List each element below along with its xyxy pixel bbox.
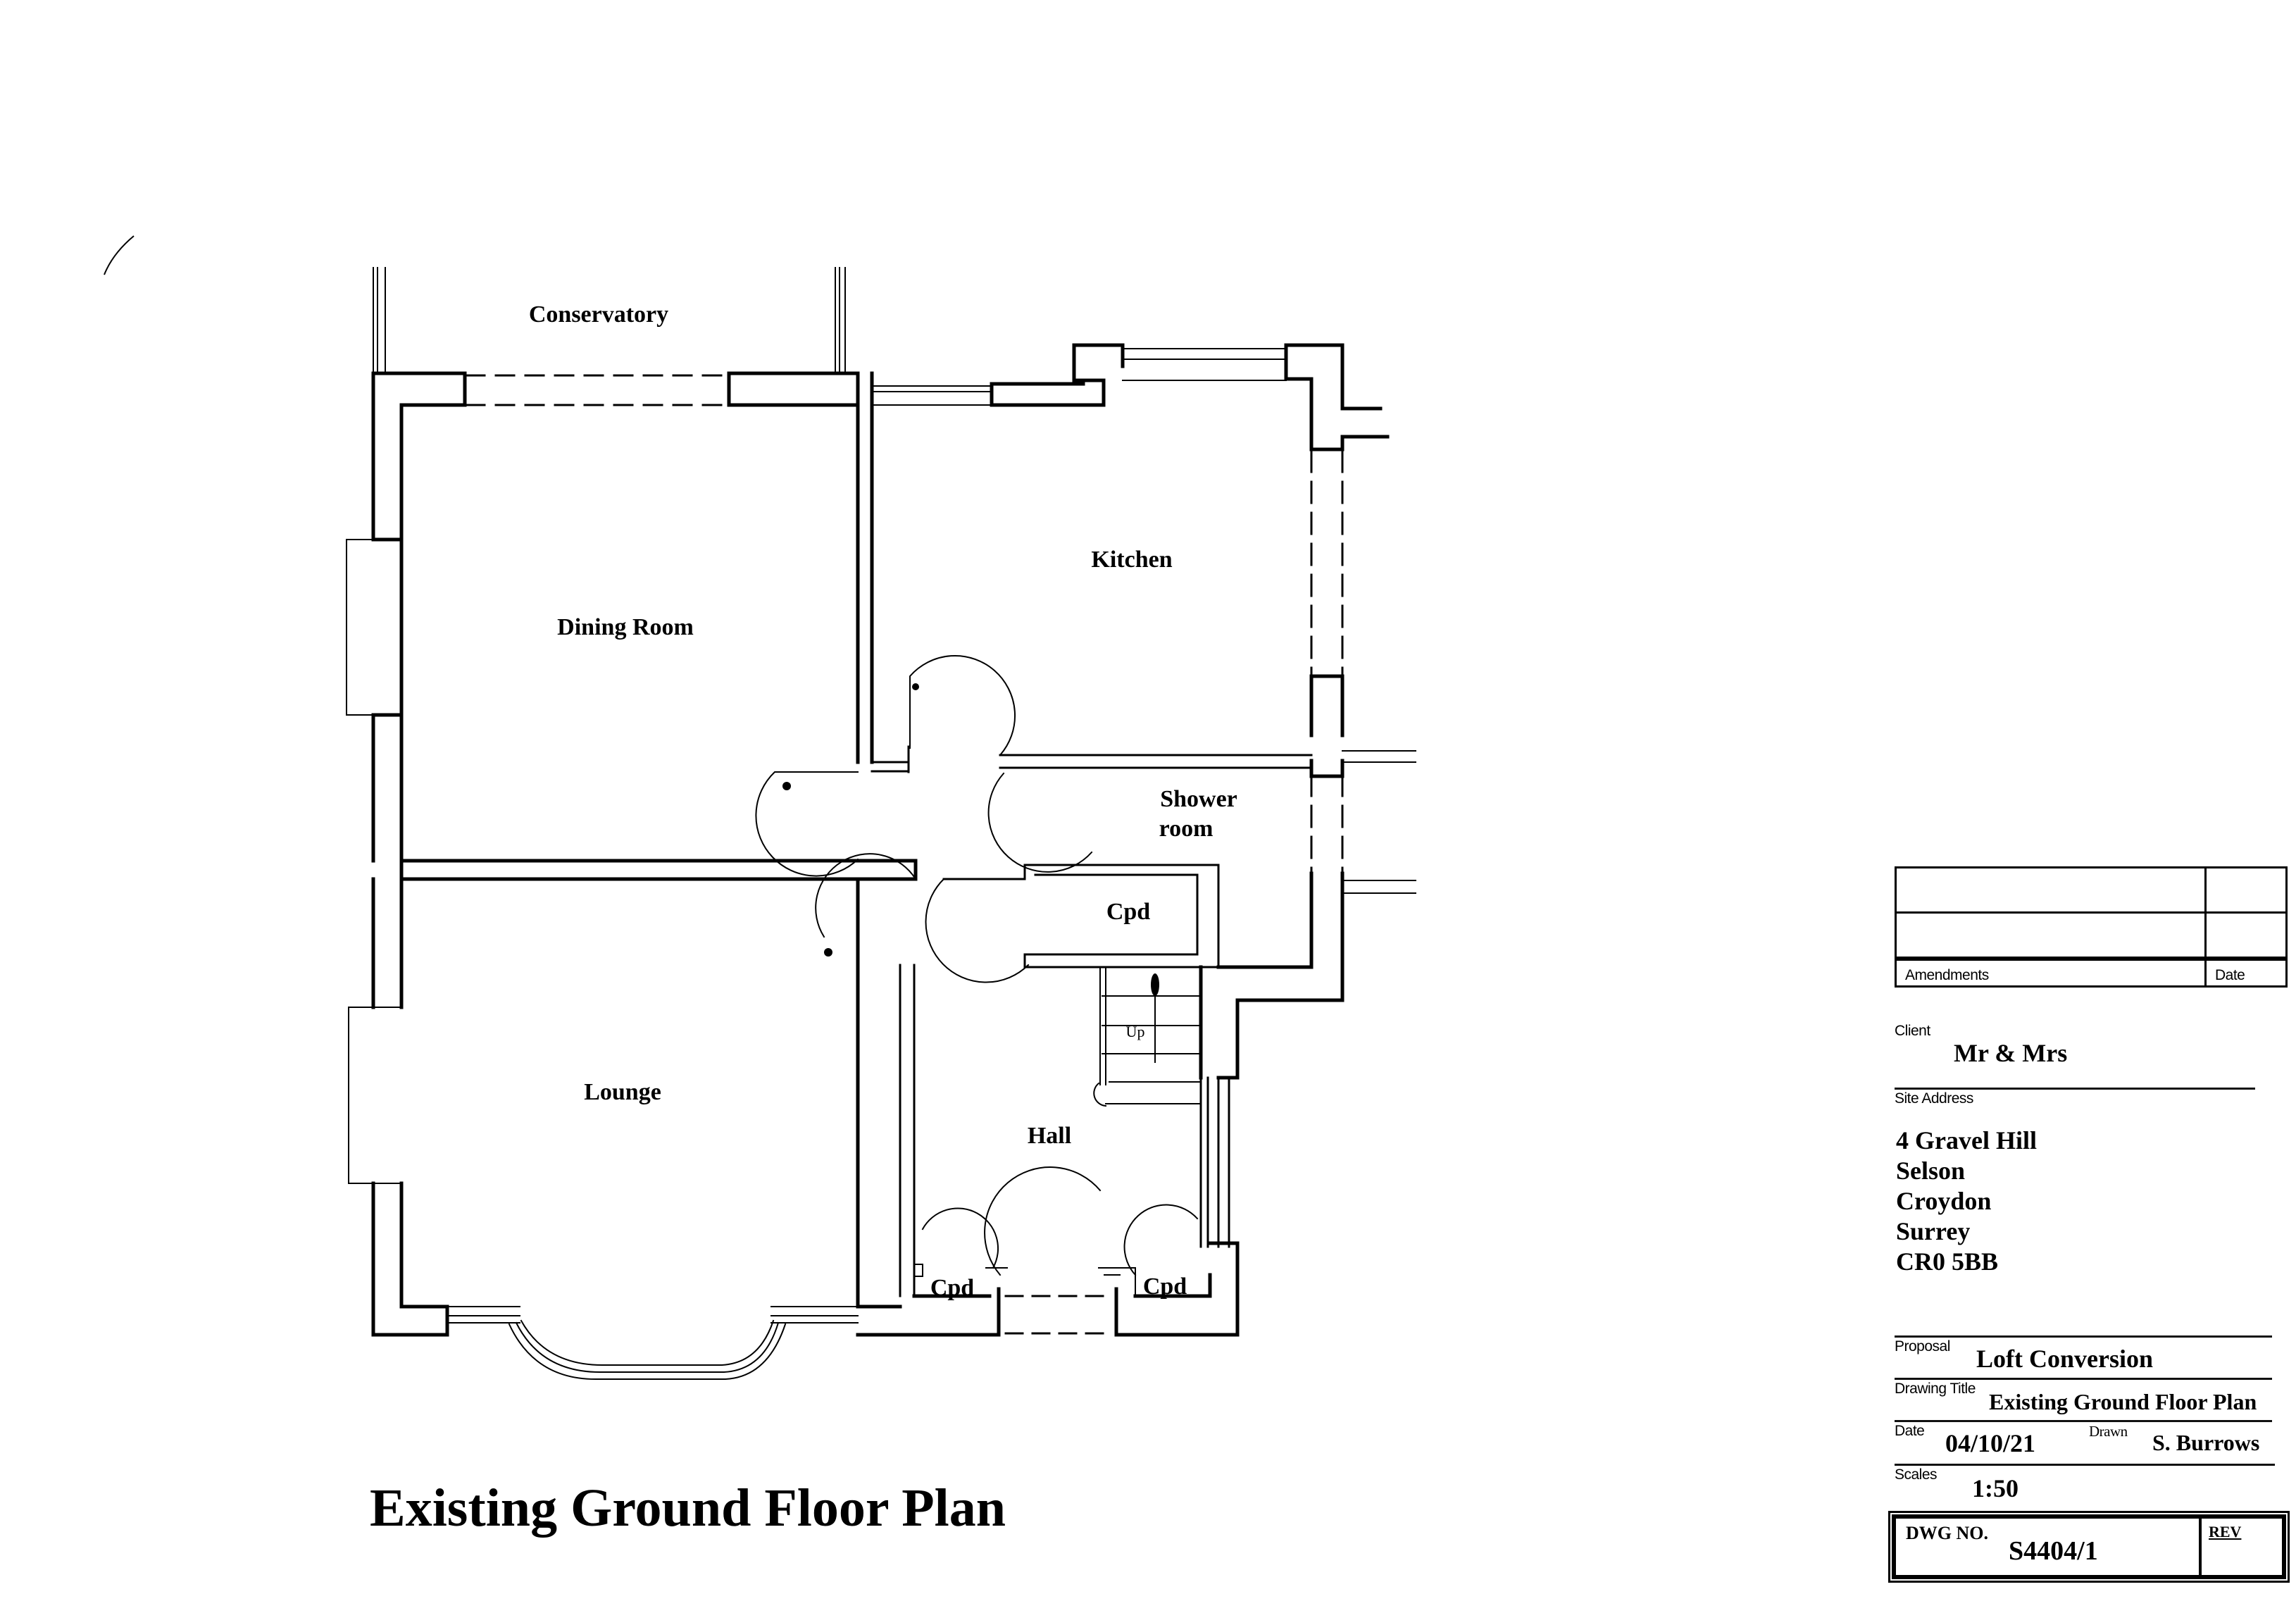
- conservatory-walls: [373, 267, 846, 374]
- site-address-line-4: Surrey: [1896, 1217, 1971, 1245]
- amendments-header: Amendments: [1905, 967, 1989, 983]
- amendment-row: [1897, 914, 2285, 959]
- drawn-value: S. Burrows: [2152, 1430, 2260, 1455]
- dining-room-walls: [371, 371, 874, 881]
- proposal-divider: [1895, 1378, 2272, 1380]
- amendment-row: [1897, 959, 2285, 961]
- date-value: 04/10/21: [1945, 1429, 2036, 1457]
- room-label-kitchen: Kitchen: [1091, 547, 1173, 573]
- room-label-shower-line1: Shower: [1160, 786, 1237, 812]
- lounge-walls: [371, 877, 1001, 1337]
- drawing-number-box: DWG NO. S4404/1 REV: [1892, 1514, 2286, 1579]
- proposal-top-divider: [1895, 1335, 2272, 1338]
- client-value: Mr & Mrs: [1954, 1039, 2068, 1067]
- dwg-no-label: DWG NO.: [1906, 1523, 1988, 1543]
- client-label: Client: [1895, 1023, 1930, 1039]
- drawing-title-divider: [1895, 1420, 2272, 1422]
- date-header: Date: [2215, 967, 2245, 983]
- room-label-cupboard-right: Cpd: [1142, 1273, 1187, 1300]
- room-label-hall: Hall: [1027, 1123, 1072, 1149]
- proposal-value: Loft Conversion: [1976, 1345, 2153, 1373]
- room-label-shower-line2: room: [1159, 816, 1213, 842]
- drawing-title-label: Drawing Title: [1895, 1381, 1976, 1397]
- kitchen-walls: [870, 343, 1390, 451]
- date-label: Date: [1895, 1423, 1925, 1439]
- dwg-no-value: S4404/1: [2009, 1536, 2098, 1566]
- stairs: [1093, 966, 1202, 1107]
- room-label-lounge: Lounge: [584, 1079, 661, 1105]
- client-divider: [1895, 1088, 2255, 1090]
- site-address-line-3: Croydon: [1896, 1187, 1992, 1215]
- drawn-label: Drawn: [2089, 1423, 2128, 1440]
- date-divider: [1895, 1464, 2275, 1466]
- proposal-label: Proposal: [1895, 1338, 1950, 1354]
- room-label-dining-room: Dining Room: [557, 614, 694, 640]
- room-label-conservatory: Conservatory: [528, 301, 669, 328]
- scales-value: 1:50: [1972, 1474, 2019, 1502]
- rev-label: REV: [2209, 1523, 2242, 1540]
- site-address-line-1: 4 Gravel Hill: [1896, 1126, 2037, 1154]
- room-label-cupboard-mid: Cpd: [1106, 899, 1151, 925]
- room-label-cupboard-left: Cpd: [930, 1275, 975, 1301]
- amendments-table: Amendments Date: [1895, 866, 2288, 988]
- scales-label: Scales: [1895, 1466, 1938, 1483]
- site-address-line-5: CR0 5BB: [1896, 1247, 1999, 1276]
- door-swings: [755, 655, 1199, 1276]
- amendment-row: [1897, 868, 2285, 914]
- amendments-divider: [2204, 868, 2207, 985]
- drawing-title-value: Existing Ground Floor Plan: [1989, 1389, 2257, 1414]
- site-address-line-2: Selson: [1896, 1157, 1966, 1185]
- plan-title: Existing Ground Floor Plan: [370, 1478, 1006, 1538]
- dwg-rev-divider: [2199, 1519, 2202, 1575]
- site-address-label: Site Address: [1895, 1090, 1973, 1107]
- stairs-up-label: Up: [1125, 1023, 1145, 1040]
